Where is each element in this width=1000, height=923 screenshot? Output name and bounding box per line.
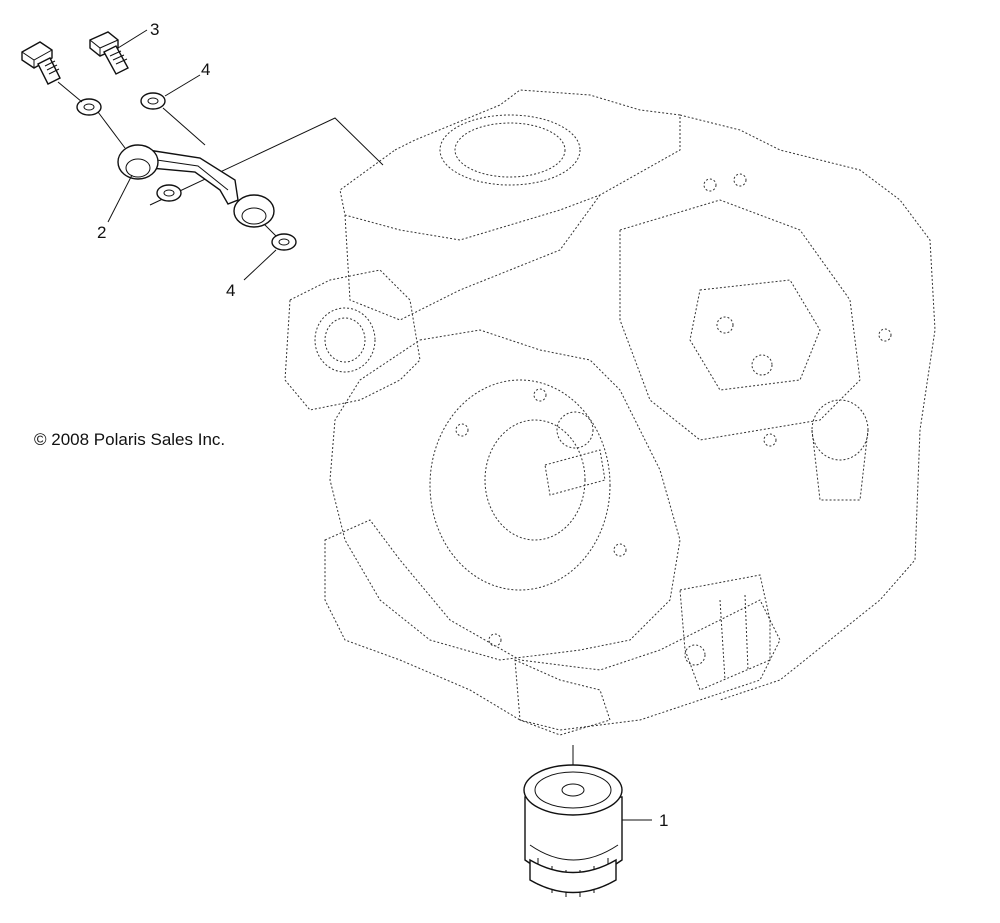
callout-4-top: 4 (201, 60, 210, 79)
oil-filter (523, 764, 623, 897)
oil-feed-line (117, 144, 275, 228)
sealing-washer-middle (156, 184, 182, 202)
callout-1: 1 (659, 811, 668, 830)
copyright-notice: © 2008 Polaris Sales Inc. (34, 430, 226, 449)
callout-2: 2 (97, 223, 106, 242)
callout-3: 3 (150, 20, 159, 39)
callout-4-bottom: 4 (226, 281, 235, 300)
engine-block-outline (284, 89, 936, 736)
sealing-washer-upper-right (140, 92, 166, 110)
sealing-washer-lower (271, 233, 297, 251)
sealing-washer-upper-left (76, 98, 102, 116)
banjo-bolt-right (89, 31, 129, 75)
banjo-bolt-left (21, 41, 61, 85)
